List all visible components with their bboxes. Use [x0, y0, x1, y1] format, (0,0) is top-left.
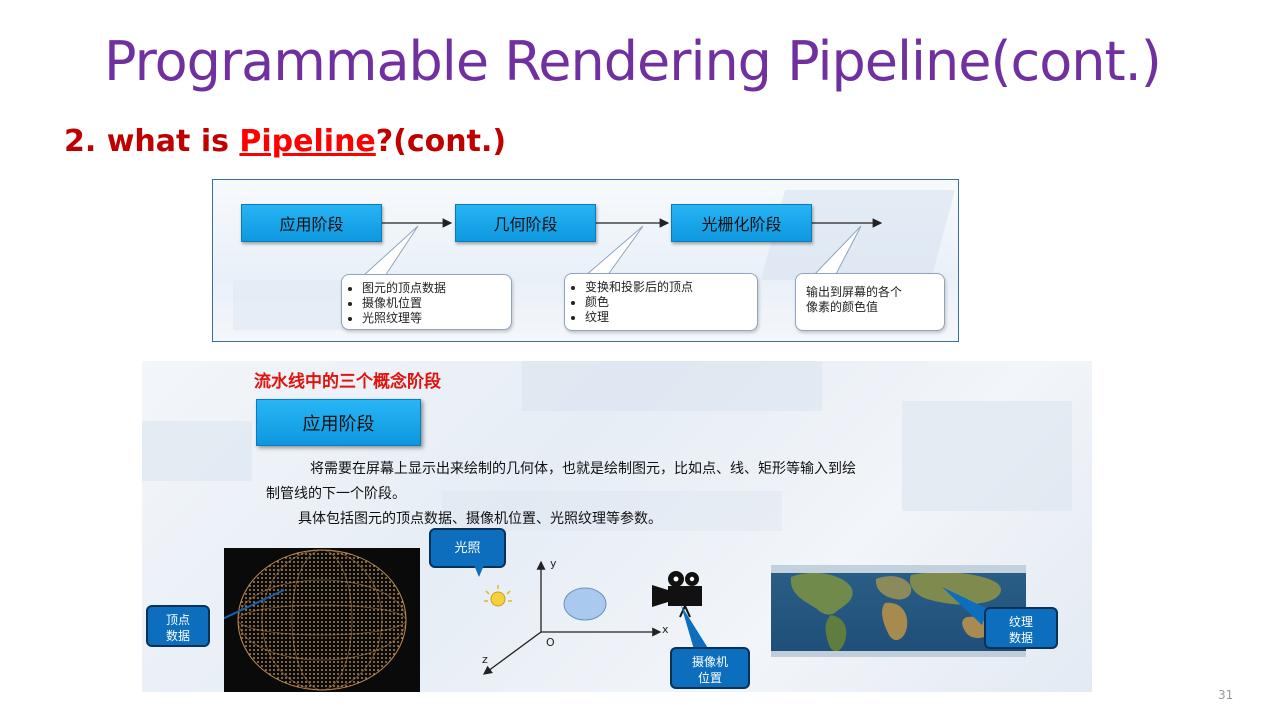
texture-data-tag: 纹理 数据 [984, 607, 1058, 649]
light-tag-pointer [474, 565, 484, 577]
vertex-sphere-image [213, 548, 420, 692]
panel-paragraph-line2: 制管线的下一个阶段。 [266, 486, 406, 502]
world-map-illustration [771, 565, 1026, 657]
camera-icon [652, 571, 702, 618]
tag-line: 位置 [697, 671, 722, 685]
application-stage-panel: 流水线中的三个概念阶段 应用阶段 将需要在屏幕上显示出来绘制的几何体，也就是绘制… [142, 361, 1092, 692]
tag-line: 数据 [1008, 631, 1033, 645]
callout-pointer-3 [811, 225, 862, 277]
slide-subtitle: 2. what is Pipeline?(cont.) [64, 124, 506, 159]
slide-number: 31 [1218, 688, 1234, 702]
callout-item: 图元的顶点数据 [362, 281, 503, 296]
callout-text: 输出到屏幕的各个 [806, 285, 903, 299]
tag-line: 顶点 [165, 613, 190, 627]
z-axis [482, 631, 542, 675]
panel-bg-decoration [522, 361, 822, 411]
slide-title: Programmable Rendering Pipeline(cont.) [104, 30, 1162, 93]
panel-bg-decoration [142, 421, 252, 481]
tag-line: 摄像机 [691, 655, 728, 669]
panel-paragraph-line1: 将需要在屏幕上显示出来绘制的几何体，也就是绘制图元，比如点、线、矩形等输入到绘 [310, 461, 856, 477]
panel-paragraph-line3: 具体包括图元的顶点数据、摄像机位置、光照纹理等参数。 [298, 511, 662, 527]
diagram-connectors [361, 218, 883, 277]
panel-title: 流水线中的三个概念阶段 [254, 372, 441, 392]
callout-text: 像素的颜色值 [806, 300, 879, 314]
sphere-object [563, 587, 607, 621]
light-illustration [474, 565, 512, 607]
vertex-sphere-illustration [213, 549, 407, 691]
tag-line: 纹理 [1008, 615, 1033, 629]
subtitle-suffix: ?(cont.) [375, 124, 507, 159]
coordinate-axes [482, 560, 662, 675]
stage-application: 应用阶段 [241, 204, 382, 242]
tag-line: 数据 [165, 629, 190, 643]
subtitle-prefix: 2. what is [64, 124, 240, 159]
callout-raster: 输出到屏幕的各个 像素的颜色值 [795, 273, 945, 331]
callout-item: 光照纹理等 [362, 311, 503, 326]
callout-item: 摄像机位置 [362, 296, 503, 311]
axis-label-x: x [662, 623, 669, 636]
light-tag: 光照 [429, 528, 506, 568]
camera-position-tag: 摄像机 位置 [670, 647, 750, 689]
panel-bg-decoration [902, 401, 1072, 511]
callout-item: 颜色 [585, 295, 749, 310]
pipeline-diagram: 应用阶段 几何阶段 光栅化阶段 图元的顶点数据 摄像机位置 光照纹理等 变换和投… [212, 179, 959, 342]
panel-stage-application: 应用阶段 [256, 399, 421, 446]
light-rays [484, 585, 512, 602]
callout-item: 纹理 [585, 310, 749, 325]
axis-label-y: y [550, 557, 557, 570]
stage-rasterization: 光栅化阶段 [671, 204, 812, 242]
axis-label-z: z [482, 653, 488, 666]
camera-tag-pointer [681, 605, 711, 653]
callout-geometry: 变换和投影后的顶点 颜色 纹理 [564, 273, 758, 331]
callout-application: 图元的顶点数据 摄像机位置 光照纹理等 [341, 274, 512, 330]
panel-bg-decoration [442, 491, 782, 531]
vertex-data-tag: 顶点 数据 [146, 605, 210, 647]
stage-geometry: 几何阶段 [455, 204, 596, 242]
lightbulb-icon [490, 591, 506, 607]
callout-item: 变换和投影后的顶点 [585, 280, 749, 295]
axis-label-origin: O [546, 636, 555, 649]
subtitle-highlight: Pipeline [239, 124, 376, 159]
texture-tag-pointer [942, 587, 988, 625]
